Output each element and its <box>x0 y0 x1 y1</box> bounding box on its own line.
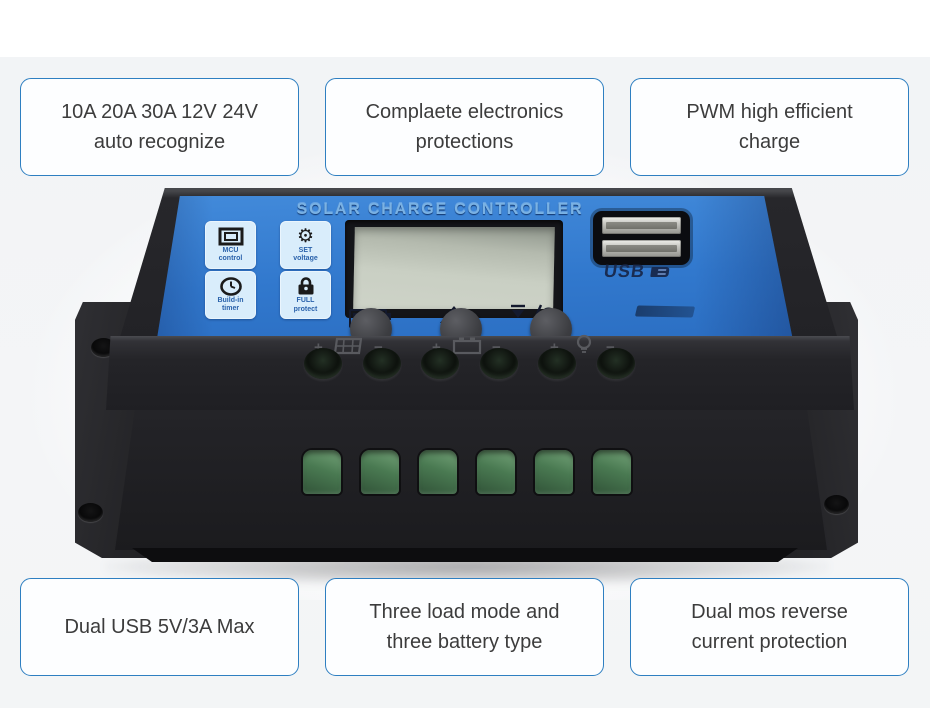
screw-terminal-hole <box>304 348 342 379</box>
mcu-icon <box>218 227 243 246</box>
feature-text: three battery type <box>386 631 543 653</box>
green-terminal-connector <box>535 450 573 494</box>
plus-sign: + <box>550 340 559 355</box>
feature-box-load-modes: Three load mode and three battery type <box>325 578 604 676</box>
usb-port <box>602 240 681 257</box>
feature-text: protections <box>415 131 514 153</box>
feature-text: Three load mode and <box>369 601 560 623</box>
feature-text: Complaete electronics <box>365 101 564 123</box>
feature-text: charge <box>738 131 801 153</box>
screw-terminal-hole <box>480 348 518 379</box>
minus-sign: − <box>606 340 615 355</box>
lcd-screen <box>353 227 555 309</box>
green-terminal-connector <box>419 450 457 494</box>
feature-box-protections: Complaete electronics protections <box>325 78 604 176</box>
screw-terminal-hole <box>363 348 401 379</box>
feature-text: 10A 20A 30A 12V 24V <box>61 101 258 123</box>
usb-plug-icon <box>650 266 670 277</box>
feature-text: Dual USB 5V/3A Max <box>64 616 255 638</box>
feature-text: PWM high efficient <box>686 101 853 123</box>
feature-text: Dual mos reverse <box>691 601 848 623</box>
plus-sign: + <box>314 340 323 355</box>
green-terminal-connector <box>477 450 515 494</box>
screw-terminal-hole <box>538 348 576 379</box>
mounting-hole <box>824 495 849 514</box>
screw-terminal-hole <box>421 348 459 379</box>
green-terminal-connector <box>303 450 341 494</box>
dual-usb-port <box>593 211 690 265</box>
feature-text: current protection <box>691 631 848 653</box>
usb-port <box>602 217 681 234</box>
minus-sign: − <box>492 340 501 355</box>
battery-icon <box>452 337 482 355</box>
model-marking <box>634 305 696 318</box>
green-terminal-connector <box>593 450 631 494</box>
lamp-icon <box>576 334 592 353</box>
feature-text: auto recognize <box>93 131 226 153</box>
green-terminal-connector <box>361 450 399 494</box>
lcd-display <box>345 220 563 318</box>
feature-box-reverse-protection: Dual mos reverse current protection <box>630 578 909 676</box>
mounting-hole <box>78 503 103 522</box>
solar-panel-icon <box>334 337 362 355</box>
usb-label: USB <box>603 261 671 282</box>
panel-title: SOLAR CHARGE CONTROLLER <box>296 201 584 218</box>
feature-box-dual-usb: Dual USB 5V/3A Max <box>20 578 299 676</box>
lock-icon <box>298 277 313 295</box>
device-bottom-edge <box>132 548 798 562</box>
screw-terminal-hole <box>597 348 635 379</box>
clock-icon <box>219 277 242 296</box>
usb-tongue <box>606 245 677 252</box>
usb-tongue <box>606 222 677 229</box>
minus-sign: − <box>374 340 383 355</box>
feature-box-pwm-charge: PWM high efficient charge <box>630 78 909 176</box>
plus-sign: + <box>432 340 441 355</box>
gear-icon: ⚙ <box>296 225 315 247</box>
feature-box-auto-recognize: 10A 20A 30A 12V 24V auto recognize <box>20 78 299 176</box>
